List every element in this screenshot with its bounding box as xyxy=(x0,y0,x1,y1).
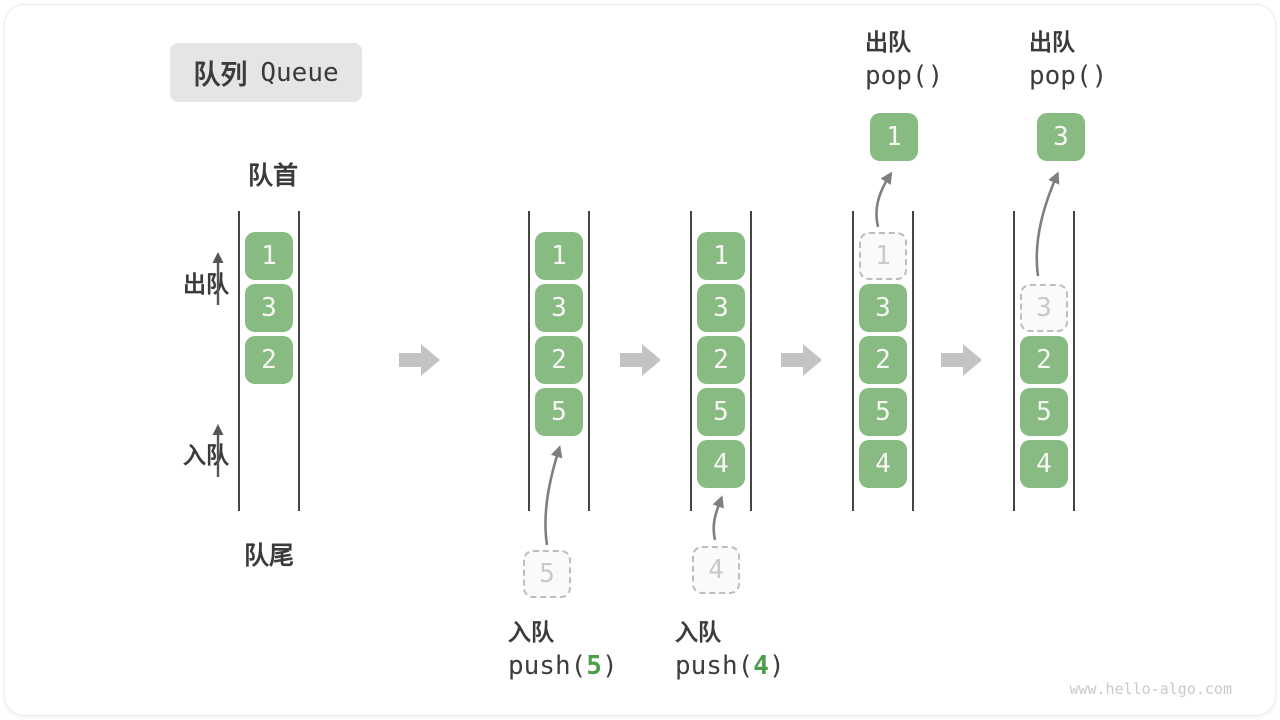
block-arrow-2 xyxy=(620,344,661,376)
op-code-pre: push( xyxy=(675,651,754,681)
queue-wall-right xyxy=(1073,211,1075,511)
title-zh: 队列 xyxy=(193,60,248,90)
queue-rear-label: 队尾 xyxy=(243,542,295,570)
op-label-code: pop() xyxy=(865,59,943,93)
queue-wall-right xyxy=(750,211,752,511)
queue-front-label: 队首 xyxy=(247,162,299,190)
queue-cell: 5 xyxy=(1020,388,1068,436)
queue-wall-left xyxy=(528,211,530,511)
queue-wall-right xyxy=(588,211,590,511)
enqueue-arrow-push5 xyxy=(544,445,563,546)
op-label-code: push(5) xyxy=(508,649,618,683)
block-arrow-3 xyxy=(781,344,822,376)
queue-cell: 5 xyxy=(859,388,907,436)
queue-wall-right xyxy=(912,211,914,511)
op-label-zh: 出队 xyxy=(865,29,911,55)
queue-cell: 1 xyxy=(245,232,293,280)
op-code-pre: pop() xyxy=(865,61,944,91)
enqueue-side-label: 入队 xyxy=(183,442,229,468)
dequeue-arrow-pop1 xyxy=(875,171,893,228)
queue-cell: 3 xyxy=(859,284,907,332)
op-label-code: pop() xyxy=(1029,59,1107,93)
queue-cell: 2 xyxy=(1020,336,1068,384)
op-label-code: push(4) xyxy=(675,649,785,683)
op-code-pre: push( xyxy=(508,651,587,681)
queue-wall-left xyxy=(238,211,240,511)
enqueue-arrow-push4 xyxy=(712,495,724,541)
block-arrow-4 xyxy=(941,344,982,376)
dequeue-op-label: 出队 pop() xyxy=(865,26,943,93)
queue-wall-right xyxy=(298,211,300,511)
queue-wall-left xyxy=(852,211,854,511)
enqueue-value-box: 5 xyxy=(523,550,571,598)
dequeued-value-box: 1 xyxy=(870,113,918,161)
dequeued-value-box: 3 xyxy=(1037,113,1085,161)
queue-cell: 5 xyxy=(535,388,583,436)
enqueue-op-label: 入队 push(4) xyxy=(675,616,785,683)
op-label-zh: 出队 xyxy=(1029,29,1075,55)
queue-cell: 2 xyxy=(535,336,583,384)
op-code-post: ) xyxy=(768,651,785,681)
dequeue-arrow-pop3 xyxy=(1035,171,1060,277)
op-code-arg: 4 xyxy=(753,651,769,681)
title-en: Queue xyxy=(260,57,339,88)
queue-cell: 4 xyxy=(697,440,745,488)
dequeue-side-label: 出队 xyxy=(183,271,229,297)
queue-cell: 3 xyxy=(697,284,745,332)
queue-cell: 2 xyxy=(245,336,293,384)
queue-cell: 1 xyxy=(535,232,583,280)
queue-cell-ghost: 3 xyxy=(1020,284,1068,332)
queue-wall-left xyxy=(690,211,692,511)
enqueue-op-label: 入队 push(5) xyxy=(508,616,618,683)
queue-cell: 2 xyxy=(697,336,745,384)
queue-cell: 2 xyxy=(859,336,907,384)
title-box: 队列 Queue xyxy=(170,43,362,102)
block-arrow-1 xyxy=(399,344,440,376)
queue-cell: 4 xyxy=(1020,440,1068,488)
queue-cell-ghost: 1 xyxy=(859,232,907,280)
queue-cell: 3 xyxy=(245,284,293,332)
op-code-post: ) xyxy=(601,651,618,681)
op-label-zh: 入队 xyxy=(508,619,554,645)
queue-cell: 4 xyxy=(859,440,907,488)
dequeue-op-label: 出队 pop() xyxy=(1029,26,1107,93)
queue-wall-left xyxy=(1013,211,1015,511)
queue-cell: 3 xyxy=(535,284,583,332)
queue-cell: 1 xyxy=(697,232,745,280)
op-code-arg: 5 xyxy=(586,651,602,681)
queue-cell: 5 xyxy=(697,388,745,436)
enqueue-value-box: 4 xyxy=(692,546,740,594)
watermark: www.hello-algo.com xyxy=(1069,680,1232,698)
op-code-pre: pop() xyxy=(1029,61,1108,91)
op-label-zh: 入队 xyxy=(675,619,721,645)
